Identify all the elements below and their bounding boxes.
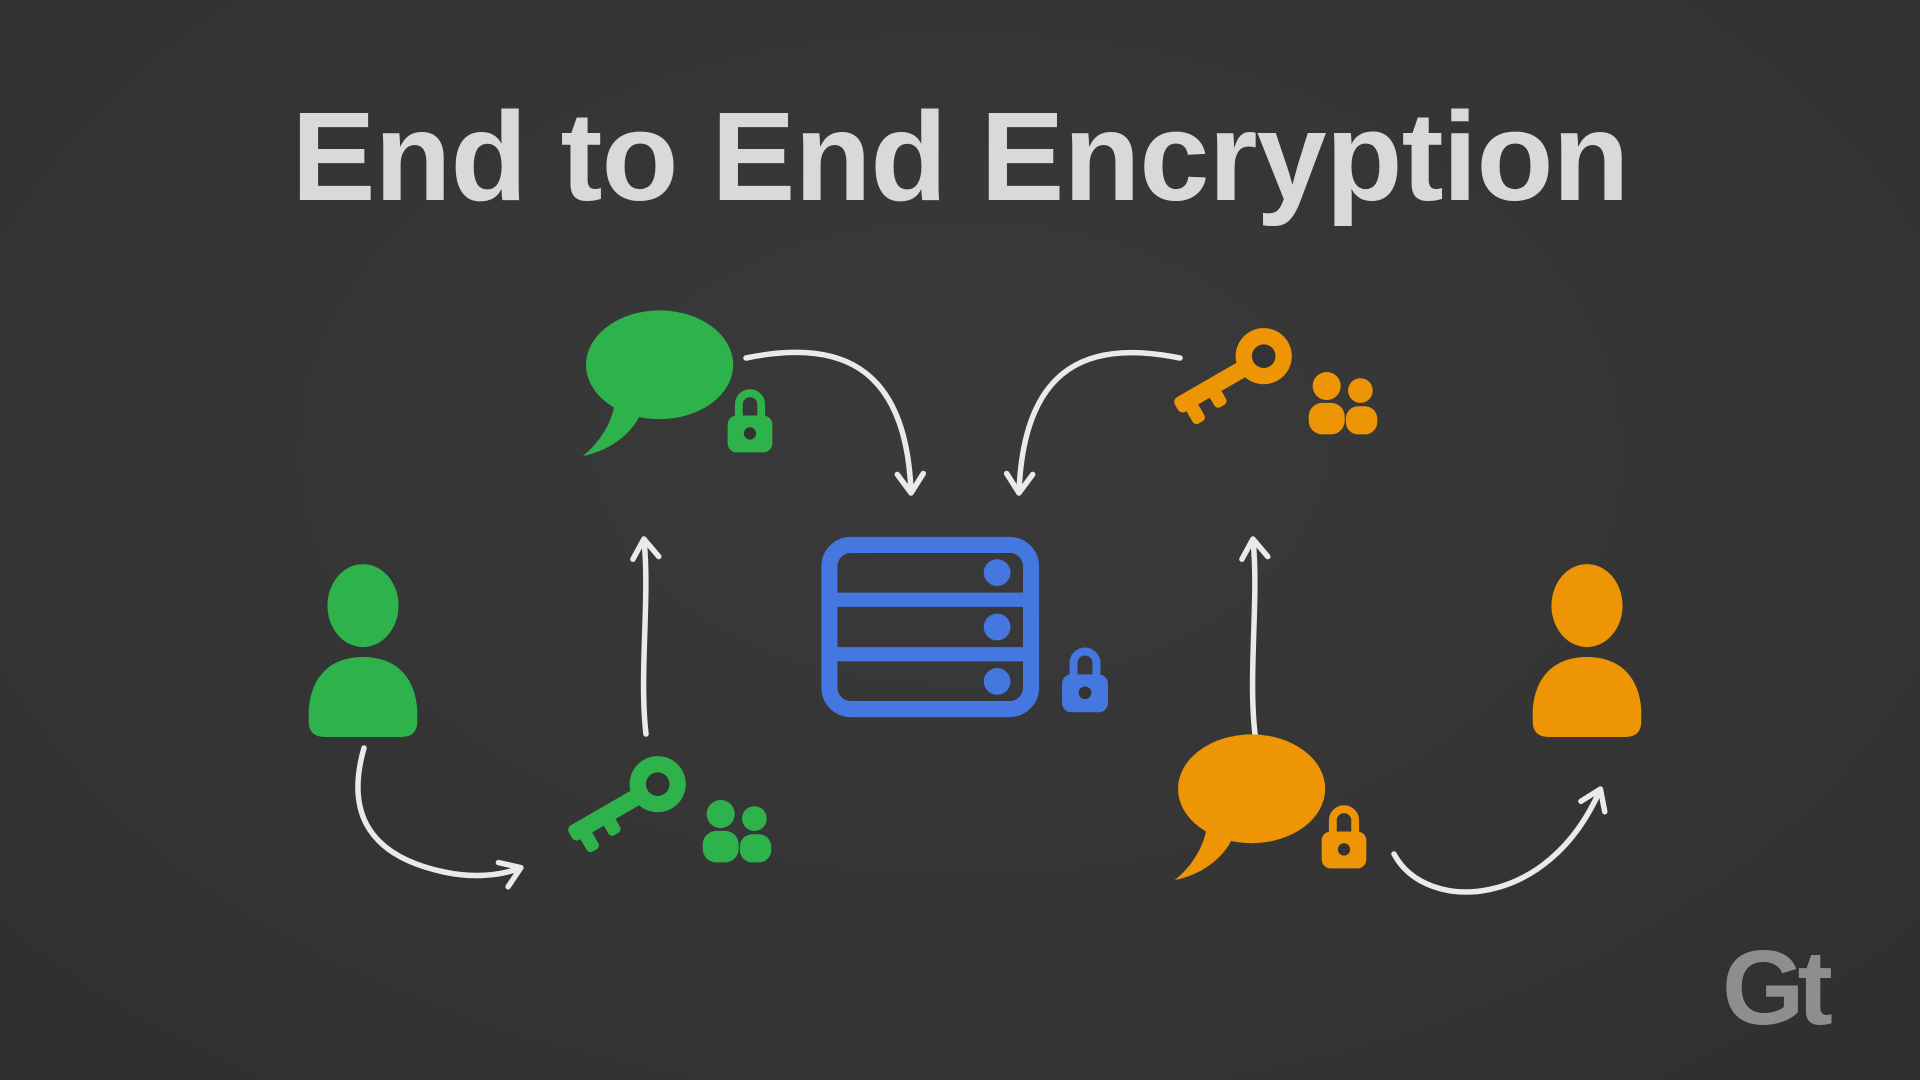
page-title: End to End Encryption — [291, 86, 1630, 227]
arrow-key-to-server — [1003, 349, 1183, 496]
relay-server — [820, 536, 1044, 718]
sender-encryption-key — [556, 750, 782, 868]
brand-logo: Gt — [1722, 929, 1833, 1047]
sender-encrypted-message — [570, 304, 738, 464]
server-lock — [1056, 640, 1114, 718]
lock-icon — [727, 389, 773, 453]
sender-user — [284, 562, 442, 745]
chat-bubble-icon — [1174, 734, 1326, 880]
arrow-chat-to-server — [743, 349, 927, 496]
lock-icon — [1321, 805, 1367, 869]
users-icon — [1308, 372, 1378, 435]
server-icon — [821, 536, 1040, 718]
key-with-users-icon — [568, 756, 772, 863]
recipient-encrypted-message — [1162, 728, 1330, 888]
lock-icon — [1062, 647, 1108, 713]
users-icon — [702, 800, 772, 863]
user-icon — [1532, 564, 1642, 737]
sender-message-lock — [722, 382, 778, 458]
arrow-chat-to-key — [1239, 536, 1271, 737]
recipient-encryption-key — [1162, 322, 1388, 440]
arrow-chat-to-user — [1391, 786, 1608, 895]
recipient-message-lock — [1316, 798, 1372, 874]
arrow-key-to-chat — [630, 536, 662, 737]
arrow-user-to-key — [355, 745, 524, 890]
key-with-users-icon — [1174, 328, 1378, 435]
key-icon — [568, 756, 686, 853]
chat-bubble-icon — [582, 310, 734, 456]
key-icon — [1174, 328, 1292, 425]
user-icon — [308, 564, 418, 737]
recipient-user — [1508, 562, 1666, 745]
